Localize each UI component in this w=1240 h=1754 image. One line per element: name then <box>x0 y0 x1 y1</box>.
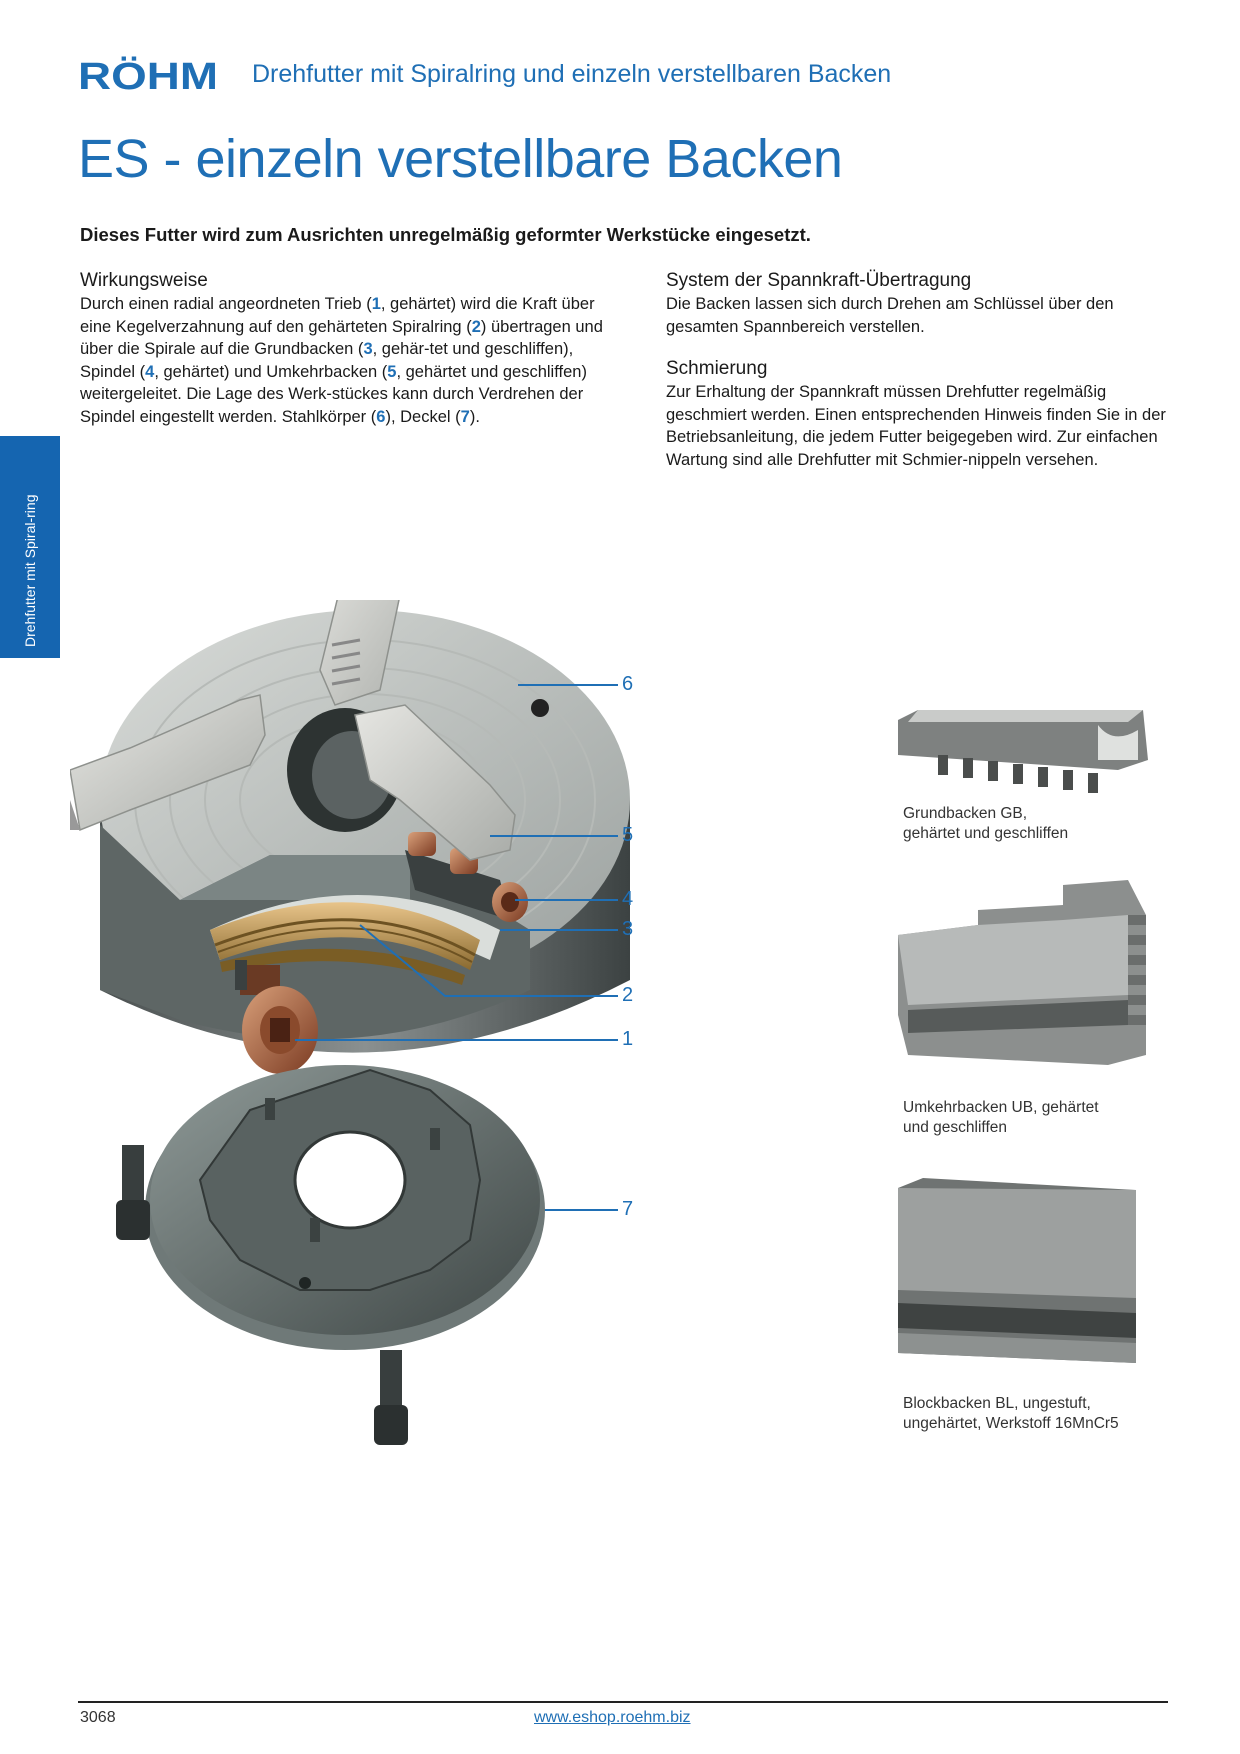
bolt-bottom <box>374 1350 408 1445</box>
cover-plate <box>145 1065 545 1350</box>
page-number: 3068 <box>80 1709 116 1726</box>
jaw-caption-bl: Blockbacken BL, ungestuft, ungehärtet, W… <box>903 1395 1119 1432</box>
jaw-image-ub <box>898 880 1146 1065</box>
jaw-caption-gb: Grundbacken GB, gehärtet und geschliffen <box>903 805 1069 842</box>
ref-6: 6 <box>376 407 386 426</box>
section-schmierung: Schmierung Zur Erhaltung der Spannkraft … <box>666 358 1186 471</box>
roehm-logo: RÖHM <box>78 56 218 94</box>
ref-7: 7 <box>460 407 470 426</box>
callout-6: 6 <box>622 673 634 695</box>
ref-4: 4 <box>145 362 155 381</box>
section-body: Die Backen lassen sich durch Drehen am S… <box>666 295 1114 336</box>
section-body: Durch einen radial angeordneten Trieb (1… <box>80 295 603 426</box>
side-tab-label: Drehfutter mit Spiral-ring <box>22 494 38 648</box>
svg-text:RÖHM: RÖHM <box>78 56 218 94</box>
chuck-illustration <box>70 600 630 1445</box>
header-title: Drehfutter mit Spiralring und einzeln ve… <box>252 60 892 88</box>
callout-7: 7 <box>622 1198 634 1220</box>
page-title: ES - einzeln verstellbare Backen <box>78 129 843 189</box>
jaw-left <box>70 694 266 832</box>
footer-divider <box>78 1701 1168 1703</box>
bolt-left <box>116 1145 150 1240</box>
section-wirkungsweise: Wirkungsweise Durch einen radial angeord… <box>80 270 620 429</box>
section-body: Zur Erhaltung der Spannkraft müssen Dreh… <box>666 383 1166 469</box>
footer-link[interactable]: www.eshop.roehm.biz <box>534 1709 691 1726</box>
jaw-caption-ub: Umkehrbacken UB, gehärtet und geschliffe… <box>903 1099 1099 1136</box>
section-system: System der Spannkraft-Übertragung Die Ba… <box>666 270 1186 338</box>
callout-2: 2 <box>622 984 634 1006</box>
callout-5: 5 <box>622 824 634 846</box>
jaw-image-bl <box>898 1178 1136 1363</box>
intro-text: Dieses Futter wird zum Ausrichten unrege… <box>80 224 811 245</box>
right-column: System der Spannkraft-Übertragung Die Ba… <box>666 270 1186 472</box>
ref-2: 2 <box>471 317 481 336</box>
section-heading: Wirkungsweise <box>80 270 208 291</box>
jaw-right <box>354 704 516 861</box>
callout-1: 1 <box>622 1028 634 1050</box>
ref-5: 5 <box>387 362 397 381</box>
section-heading: Schmierung <box>666 358 768 380</box>
ref-3: 3 <box>363 340 373 359</box>
callout-3: 3 <box>622 918 634 940</box>
ref-1: 1 <box>371 295 381 313</box>
side-tab[interactable]: Drehfutter mit Spiral-ring <box>0 436 60 658</box>
callout-4: 4 <box>622 888 634 910</box>
jaw-image-gb <box>898 710 1148 793</box>
jaw-top <box>319 600 400 706</box>
section-heading: System der Spannkraft-Übertragung <box>666 270 972 291</box>
